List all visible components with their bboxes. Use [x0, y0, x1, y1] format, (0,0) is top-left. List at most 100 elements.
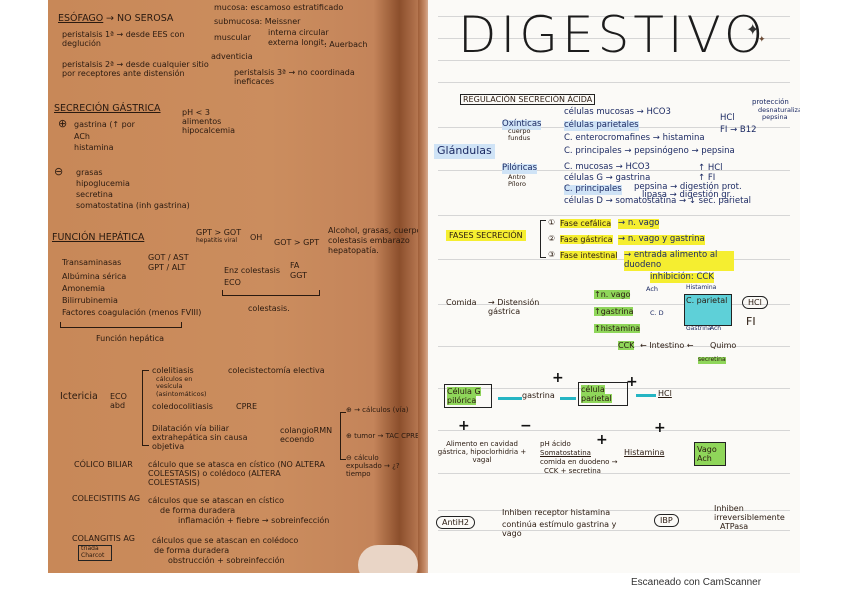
ictericia-result: colecistectomía electiva — [228, 366, 325, 375]
colangio-result: ⊕ → cálculos (vía) — [346, 406, 409, 414]
peristalsis-1: peristalsis 1ª → desde EES con deglución — [62, 30, 185, 49]
gastrina-output: ↑ FI — [698, 173, 716, 183]
celula-parietal-label: célula parietal — [581, 385, 612, 404]
stimulus: ↑histamina — [594, 324, 641, 334]
bracket — [340, 412, 346, 460]
colestasis-result: colestasis. — [248, 304, 290, 313]
vago-box: Vago Ach — [694, 442, 726, 467]
liver-test: Albúmina sérica — [62, 272, 127, 281]
alcohol-ratio: GOT > GPT — [274, 238, 320, 247]
hcl-effect: protección — [752, 98, 789, 106]
liver-test: Transaminasas — [62, 258, 122, 267]
inhibitor-item: grasas — [76, 168, 103, 177]
esofago-layer: mucosa: escamoso estratificado — [214, 3, 344, 12]
ibp-effect: irreversiblemente — [714, 513, 785, 522]
minus-icon: ⊖ — [54, 165, 64, 178]
pilorica-cell: células G → gastrina — [564, 173, 651, 183]
charcot-tag: tríada Charcot — [78, 545, 112, 561]
oxinticas-sub: cuerpo fundus — [508, 127, 531, 143]
plus-sign: + — [458, 418, 470, 434]
liver-test: Factores coagulación (menos FVIII) — [62, 308, 202, 317]
colecistitis-text: inflamación + fiebre → sobreinfección — [178, 516, 330, 525]
phase-name: Fase cefálica — [560, 219, 612, 229]
eco-label: ECO — [224, 278, 241, 287]
inhibitor: comida en duodeno → — [540, 458, 618, 466]
colangitis-text: obstrucción + sobreinfección — [168, 556, 285, 565]
inhibitor: Somatostatina — [540, 449, 591, 457]
ictericia-label: Ictericia — [60, 391, 98, 402]
funcion-hepatica-heading: FUNCIÓN HEPÁTICA — [52, 232, 145, 243]
transaminase: GOT / AST — [148, 253, 189, 262]
colico-biliar-label: CÓLICO BILIAR — [74, 460, 133, 469]
stimulus: ↑gastrina — [594, 307, 634, 317]
thumb — [358, 545, 418, 573]
phase-number: ③ — [548, 250, 556, 259]
piloricas-label: Pilóricas — [502, 163, 538, 174]
alcohol-cause: colestasis embarazo — [328, 236, 410, 245]
inhibitor-item: secretina — [76, 190, 113, 199]
colecistitis-text: cálculos que se atascan en cístico — [148, 496, 285, 505]
peristalsis-2: peristalsis 2ª → desde cualquier sitio p… — [62, 60, 209, 79]
phase-mechanism: → entrada alimento al duodeno — [624, 250, 734, 271]
peristalsis-3: peristalsis 3ª → no coordinada ineficace… — [234, 68, 355, 87]
plus-sign: + — [596, 432, 608, 448]
alcohol-cause: hepatopatía. — [328, 246, 379, 255]
ictericia-branch-sub: cálculos en vesícula (asintomáticos) — [156, 375, 207, 398]
gastrina-label: Gastrina — [686, 325, 712, 332]
celula-g-label: Célula G pilórica — [447, 387, 481, 406]
ibp-effect: Inhiben — [714, 504, 744, 513]
hepatitis-ratio: GPT > GOT — [196, 228, 242, 237]
arrow — [498, 397, 522, 400]
liver-test: Amonemia — [62, 284, 106, 293]
oxinticas-label: Oxínticas — [502, 119, 542, 130]
arrow — [636, 394, 656, 397]
camscanner-watermark: Escaneado con CamScanner — [631, 577, 762, 588]
inhibitor: pH ácido — [540, 440, 571, 448]
gastrina-trigger: hipocalcemia — [182, 126, 236, 135]
celula-parietal-box: célula parietal — [578, 382, 628, 407]
stimulus: ↑n. vago — [594, 290, 631, 300]
auerbach: : Auerbach — [324, 40, 368, 49]
hepatitis-label: hepatitis viral — [196, 237, 238, 244]
stimulus-item: gastrina (↑ por — [74, 120, 135, 129]
esofago-layer: muscular — [214, 33, 251, 42]
hcl-effect: pepsina — [762, 113, 788, 121]
anti-h2-effect: continúa estímulo gastrina y vago — [502, 520, 617, 539]
inhibitor: CCK + secretina — [544, 467, 601, 475]
ictericia-branch: colelitiasis — [152, 366, 194, 375]
colico-biliar-text: cálculo que se atasca en cístico (NO ALT… — [148, 460, 325, 488]
plus-icon: ⊕ — [58, 117, 68, 130]
principales-output: lipasa → digestión gr. — [642, 190, 733, 200]
cck-label: CCK — [618, 341, 635, 351]
ictericia-branch: Dilatación vía biliar extrahepática sin … — [152, 424, 248, 452]
eco-abd-label: ECO abd — [110, 392, 127, 411]
left-page: ESÓFAGO → NO SEROSA mucosa: escamoso est… — [48, 0, 422, 573]
phase-extra: inhibición: CCK — [650, 272, 714, 283]
transaminase: GPT / ALT — [148, 263, 186, 272]
bracket — [142, 370, 149, 446]
gastrina-output: ↑ HCl — [698, 163, 723, 173]
stimulus-item: histamina — [74, 143, 114, 152]
bracket — [60, 322, 182, 328]
scanned-notebook-photo: ESÓFAGO → NO SEROSA mucosa: escamoso est… — [48, 0, 800, 573]
muscular-layer: externa longit. — [268, 38, 327, 47]
inhibitor-item: somatostatina (inh gastrina) — [76, 201, 190, 210]
comida-label: Comida — [446, 298, 477, 307]
right-page: DIGESTIVO ✦ ✦ REGULACIÓN SECRECIÓN ÁCIDA… — [428, 0, 800, 573]
stimulus-item: ACh — [74, 132, 90, 141]
sparkle-icon: ✦ — [758, 34, 766, 44]
intestino-label: ← Intestino ← — [640, 341, 694, 350]
phase-name: Fase gástrica — [560, 235, 613, 245]
inhibitor-item: hipoglucemia — [76, 179, 130, 188]
oxintica-cell: C. enterocromafines → histamina — [564, 133, 705, 143]
hcl-label: HCl — [658, 389, 672, 398]
pilorica-cell: C. mucosas → HCO3 — [564, 162, 650, 172]
parietal-cell-box: C. parietal — [684, 294, 732, 326]
esofago-heading: ESÓFAGO — [58, 13, 104, 24]
liver-test: Bilirrubinemia — [62, 296, 118, 305]
colestasis-enzyme: FA — [290, 261, 300, 270]
oxintica-cell: células parietales — [564, 120, 639, 131]
sparkle-icon: ✦ — [746, 22, 760, 39]
esofago-layer: adventicia — [211, 52, 253, 61]
regulacion-heading: REGULACIÓN SECRECIÓN ÁCIDA — [460, 94, 596, 106]
